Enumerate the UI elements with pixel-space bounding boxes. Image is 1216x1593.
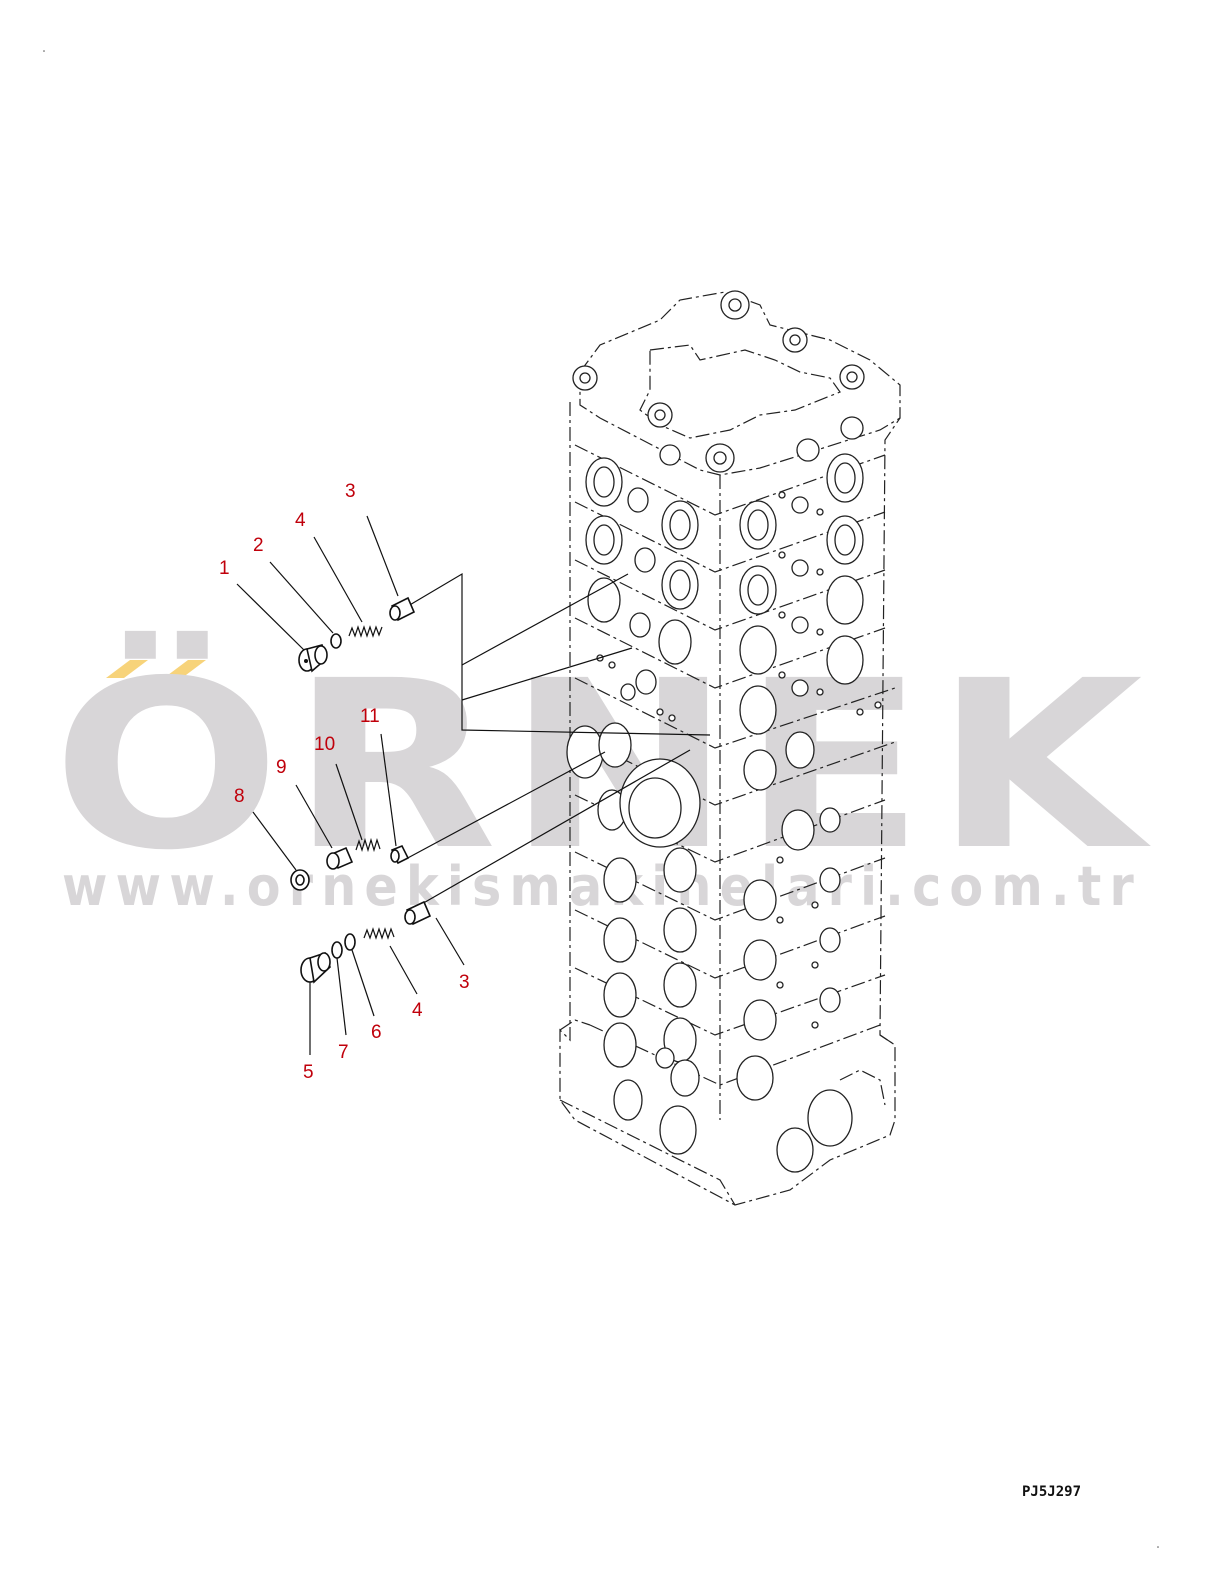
callout-4-bottom: 4 <box>412 1000 423 1021</box>
valve-ports-right <box>736 453 864 1173</box>
middle-parts <box>290 837 410 891</box>
corner-mark-top-left <box>43 50 45 52</box>
watermark-url: www.ornekismakinelari.com.tr <box>62 855 1142 918</box>
part-4-spring-bottom <box>363 927 395 940</box>
valve-pin-holes <box>596 491 882 1029</box>
part-6-oring <box>344 933 356 951</box>
callout-3-top: 3 <box>345 481 356 502</box>
part-7-ring <box>331 941 343 959</box>
part-3-poppet-top <box>389 596 416 622</box>
part-10-spring <box>355 837 381 853</box>
part-2-oring <box>330 633 342 649</box>
callout-11: 11 <box>360 706 380 727</box>
callout-7: 7 <box>338 1042 349 1063</box>
callout-leaders <box>236 515 465 1055</box>
callout-9: 9 <box>276 757 287 778</box>
valve-block <box>559 290 901 1206</box>
corner-mark-bottom-right <box>1157 1546 1159 1548</box>
callout-8: 8 <box>234 786 245 807</box>
callout-10: 10 <box>314 734 335 755</box>
callout-1: 1 <box>219 558 230 579</box>
callout-4-top: 4 <box>295 510 306 531</box>
watermark: ÖRNEK www.ornekismakinelari.com.tr <box>52 630 1144 918</box>
part-4-spring-top <box>348 625 383 638</box>
part-8-nut <box>290 869 310 891</box>
callout-5: 5 <box>303 1062 314 1083</box>
part-3-poppet-bottom <box>404 900 432 926</box>
upper-parts <box>298 596 416 673</box>
valve-ports-left <box>566 457 701 1155</box>
callout-labels: 1 2 3 4 8 9 10 11 3 4 6 7 5 <box>219 481 470 1083</box>
part-11-poppet <box>390 844 410 865</box>
part-1-plug <box>298 644 328 673</box>
part-9-adjuster <box>326 846 354 870</box>
lower-parts <box>300 900 432 984</box>
drawing-code: PJ5J297 <box>1022 1484 1081 1500</box>
watermark-accent-left <box>106 660 148 678</box>
callout-6: 6 <box>371 1022 382 1043</box>
part-5-plug <box>300 951 331 984</box>
callout-3-bottom: 3 <box>459 972 470 993</box>
assembly-lines <box>403 572 711 906</box>
watermark-accent-right <box>164 660 206 678</box>
callout-2: 2 <box>253 535 264 556</box>
